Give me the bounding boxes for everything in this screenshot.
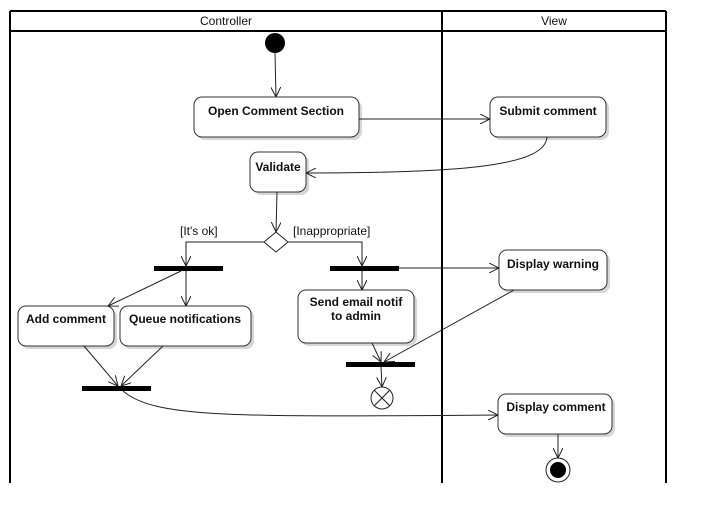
action-display-warning: Display warning xyxy=(498,249,610,293)
initial-node xyxy=(265,33,285,53)
guard-inappropriate: [Inappropriate] xyxy=(293,224,370,238)
action-queue-notifications: Queue notifications xyxy=(119,305,254,349)
swimlane-frame xyxy=(9,10,667,483)
action-add-comment: Add comment xyxy=(17,305,117,349)
flow-ok-to-fork xyxy=(186,241,264,266)
join-bar-right xyxy=(346,362,415,367)
action-label: Add comment xyxy=(26,312,106,326)
action-send-email-notif: Send email notif to admin xyxy=(297,289,417,346)
guard-its-ok: [It's ok] xyxy=(180,224,218,238)
lane-title-controller: Controller xyxy=(200,14,252,28)
action-submit-comment: Submit comment xyxy=(489,96,609,140)
action-label: Validate xyxy=(255,160,301,174)
action-label: Open Comment Section xyxy=(208,104,344,118)
action-display-comment: Display comment xyxy=(497,393,615,437)
flow-join-to-flow-final xyxy=(381,366,382,387)
flow-add-comment-to-join xyxy=(83,345,118,386)
flow-email-to-join xyxy=(371,342,381,362)
lane-title-view: View xyxy=(541,14,567,28)
control-flows xyxy=(83,52,558,458)
action-label: Submit comment xyxy=(499,104,596,118)
action-label: Display comment xyxy=(506,400,605,414)
action-validate: Validate xyxy=(249,151,309,195)
flow-submit-to-validate xyxy=(306,136,548,173)
activity-final-node xyxy=(545,457,571,483)
flow-queue-to-join xyxy=(121,345,164,386)
fork-bar-right xyxy=(330,266,399,271)
flow-final-node xyxy=(370,386,394,410)
flow-inappropriate-to-fork xyxy=(288,241,362,266)
action-open-comment-section: Open Comment Section xyxy=(193,96,362,140)
action-label-line1: Send email notif xyxy=(310,295,404,309)
flow-warning-to-join xyxy=(384,289,515,362)
action-label: Queue notifications xyxy=(129,312,241,326)
action-label-line2: to admin xyxy=(331,309,381,323)
action-label: Display warning xyxy=(507,257,599,271)
flow-start-to-open xyxy=(275,52,276,97)
join-bar-left xyxy=(82,386,151,391)
decision-node xyxy=(263,231,289,253)
flow-validate-to-decision xyxy=(276,191,277,232)
fork-bar-left xyxy=(154,266,223,271)
flow-fork-to-add-comment xyxy=(108,270,182,306)
flow-join-to-display-comment xyxy=(122,390,498,416)
